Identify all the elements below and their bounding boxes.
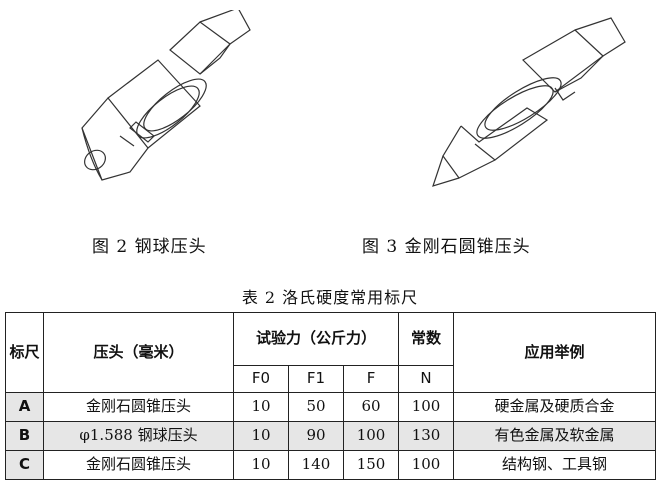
row-f: 100 [342, 421, 400, 451]
steel-ball-indenter-drawing [81, 10, 251, 181]
table-row: A 金刚石圆锥压头 10 50 60 100 硬金属及硬质合金 [5, 392, 657, 422]
header-f0: F0 [233, 365, 289, 393]
figure-2-caption: 图 2 钢球压头 [92, 237, 207, 257]
table-row: C 金刚石圆锥压头 10 140 150 100 结构钢、工具钢 [5, 450, 657, 480]
rockwell-scale-table: 标尺 压头（毫米） 试验力（公斤力） 常数 应用举例 F0 F1 F N A 金… [5, 312, 657, 480]
row-f0: 10 [233, 450, 289, 480]
table-title: 表 2 洛氏硬度常用标尺 [241, 288, 419, 307]
row-scale: B [5, 421, 44, 451]
header-scale: 标尺 [5, 312, 44, 393]
figure-3-caption: 图 3 金刚石圆锥压头 [362, 237, 531, 257]
row-f: 60 [342, 392, 400, 422]
row-f0: 10 [233, 421, 289, 451]
row-scale: C [5, 450, 44, 480]
steel-ball-indenter-figure [50, 10, 260, 210]
row-indenter: 金刚石圆锥压头 [43, 392, 234, 422]
row-indenter: 金刚石圆锥压头 [43, 450, 234, 480]
header-indenter: 压头（毫米） [43, 312, 234, 393]
header-f1: F1 [288, 365, 344, 393]
row-application: 有色金属及软金属 [453, 421, 657, 451]
row-f0: 10 [233, 392, 289, 422]
row-application: 硬金属及硬质合金 [453, 392, 657, 422]
header-constant: 常数 [398, 312, 455, 366]
diamond-cone-indenter-drawing [432, 17, 626, 187]
header-n: N [398, 365, 455, 393]
header-test-force: 试验力（公斤力） [232, 312, 400, 366]
table-header-row: 标尺 压头（毫米） 试验力（公斤力） 常数 应用举例 [5, 312, 657, 393]
row-scale: A [5, 392, 44, 422]
row-application: 结构钢、工具钢 [453, 450, 657, 480]
row-f: 150 [342, 450, 400, 480]
row-n: 100 [398, 450, 455, 480]
header-application: 应用举例 [453, 312, 657, 393]
table-row: B φ1.588 钢球压头 10 90 100 130 有色金属及软金属 [5, 421, 657, 451]
row-f1: 50 [288, 392, 344, 422]
row-indenter: φ1.588 钢球压头 [43, 421, 234, 451]
header-f: F [342, 365, 400, 393]
row-n: 100 [398, 392, 455, 422]
diamond-cone-indenter-figure [415, 10, 630, 205]
row-n: 130 [398, 421, 455, 451]
row-f1: 140 [288, 450, 344, 480]
row-f1: 90 [288, 421, 344, 451]
table-subheader-row: F0 F1 F N [6, 365, 656, 393]
